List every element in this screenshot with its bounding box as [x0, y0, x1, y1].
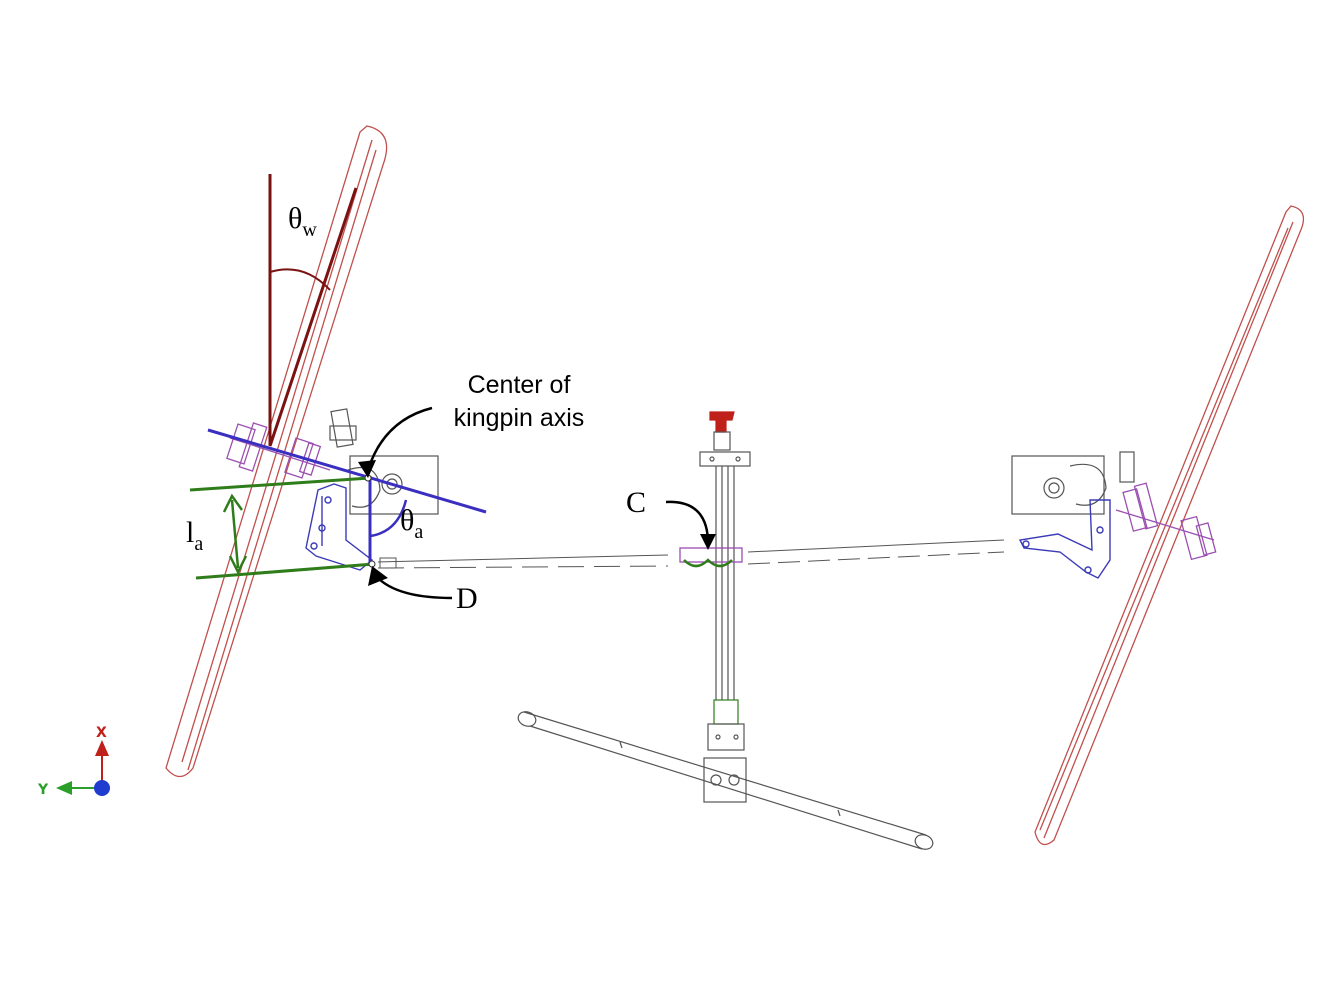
z-axis-dot [94, 780, 110, 796]
theta-a-label: θa [400, 504, 423, 543]
kingpin-label-line1: Center of [468, 371, 571, 399]
l-a-marker [189, 476, 375, 580]
l-a-label: la [186, 516, 203, 555]
right-bracket [1018, 499, 1111, 579]
right-knuckle [1011, 451, 1135, 515]
y-axis-label: Y [37, 782, 49, 798]
left-bracket [305, 483, 374, 571]
kingpin-label-line2: kingpin axis [454, 404, 585, 432]
theta-w-marker [268, 174, 358, 447]
right-wheel [1034, 205, 1305, 846]
tie-rods [377, 539, 1005, 569]
c-arrow [665, 500, 710, 541]
x-axis-label: X [96, 725, 107, 741]
c-arrowhead [700, 534, 716, 550]
right-hub [1115, 482, 1217, 561]
kingpin-arrowhead [358, 460, 376, 478]
left-knuckle [329, 408, 439, 515]
coordinate-triad: X Y [37, 725, 110, 798]
y-axis-arrowhead [56, 781, 72, 795]
kingpin-line [207, 428, 487, 564]
c-label: C [626, 486, 646, 519]
d-label: D [456, 582, 478, 615]
center-block [679, 547, 743, 568]
rear-bar [517, 711, 934, 850]
theta-w-label: θw [288, 202, 317, 241]
x-axis-arrowhead [95, 740, 109, 756]
d-arrow [375, 575, 453, 600]
d-arrowhead [368, 566, 388, 586]
steering-column [699, 411, 751, 803]
kingpin-arrow [366, 406, 433, 471]
